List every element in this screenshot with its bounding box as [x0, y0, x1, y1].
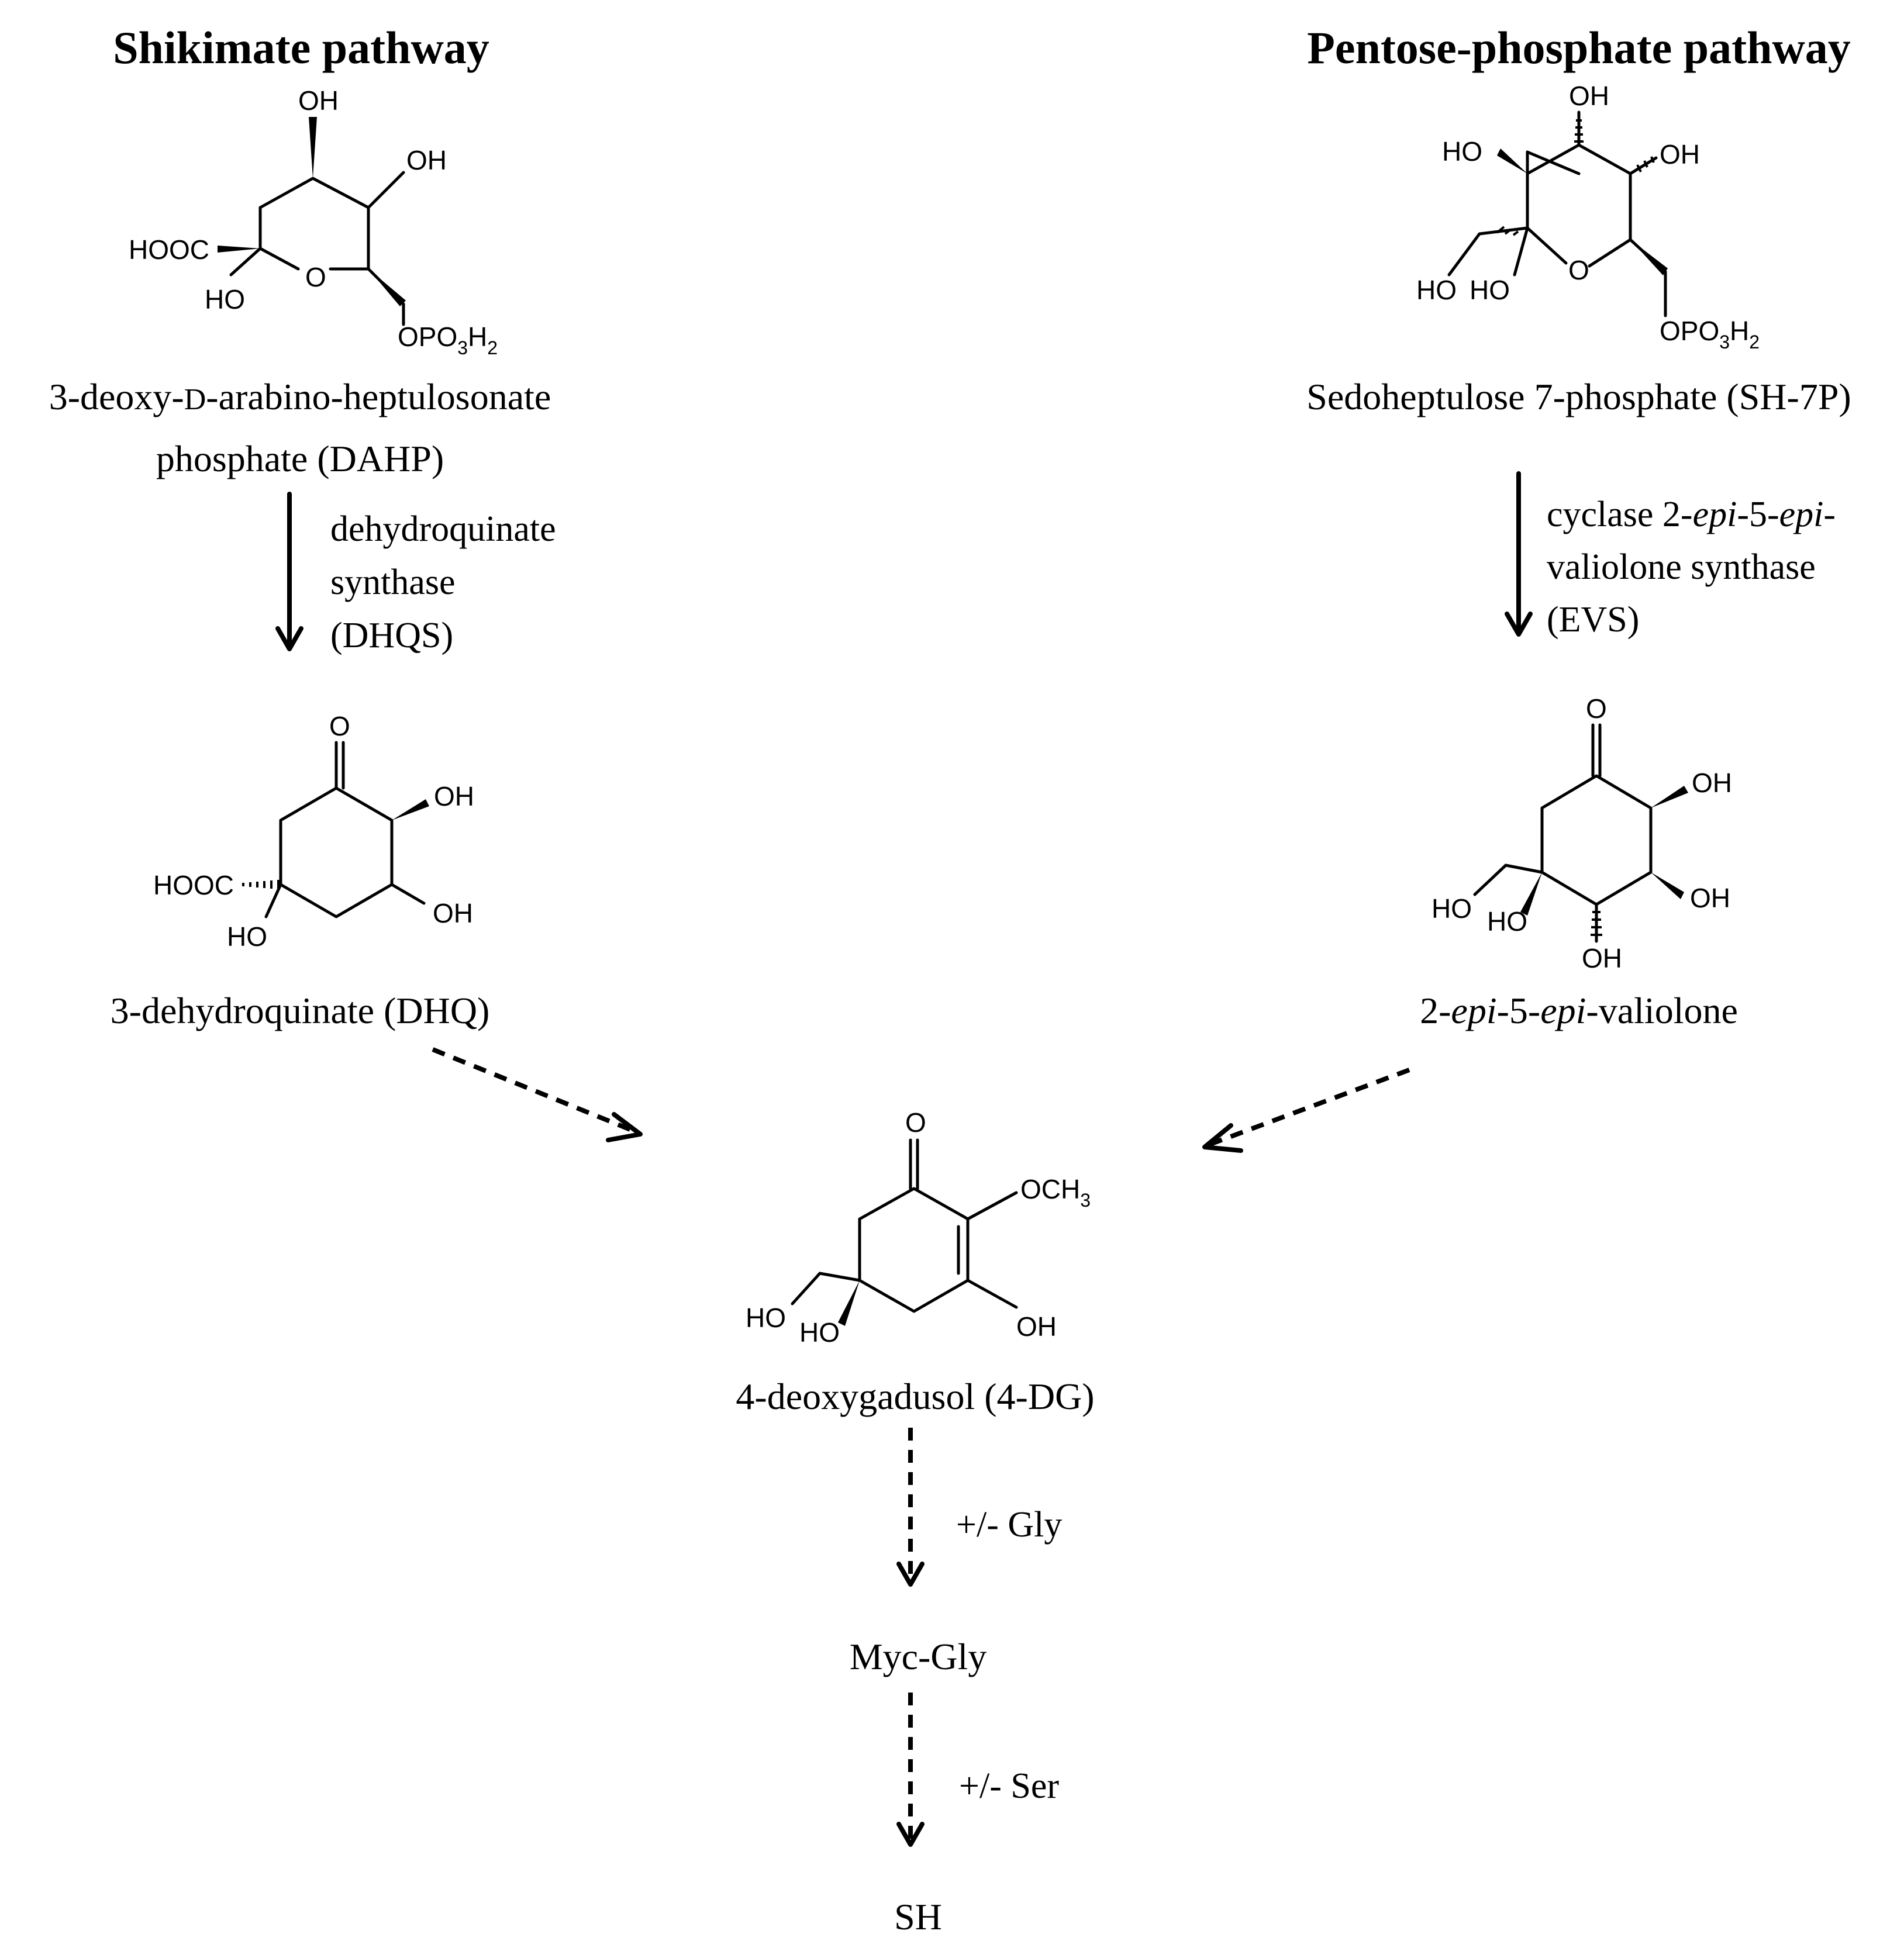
- shikimate-pathway-title: Shikimate pathway: [113, 22, 489, 73]
- dahp-hooc: HOOC: [129, 234, 209, 265]
- dhq-carbonyl-o: O: [329, 711, 350, 741]
- dhq-ho: HO: [227, 921, 267, 952]
- deoxygadusol-name: 4-deoxygadusol (4-DG): [736, 1376, 1094, 1417]
- sh7p-ho-left: HO: [1442, 136, 1482, 167]
- dg-methoxy: OCH3: [1020, 1174, 1091, 1211]
- dhqs-enzyme-line1: dehydroquinate: [330, 509, 556, 549]
- evo-carbonyl-o: O: [1586, 693, 1607, 724]
- sh7p-structure: OH HO OH HO HO O OPO3H2: [1416, 81, 1760, 353]
- myc-gly-to-sh-arrow: [896, 1693, 925, 1847]
- dahp-name-line2: phosphate (DAHP): [156, 438, 444, 479]
- evo-oh-upper: OH: [1692, 768, 1732, 798]
- evs-reaction-arrow: [1505, 471, 1533, 637]
- dahp-oh-top: OH: [298, 85, 339, 116]
- dg-oh: OH: [1016, 1311, 1057, 1342]
- dg-ho-2: HO: [799, 1317, 840, 1348]
- dhq-oh-upper: OH: [434, 781, 474, 811]
- sh7p-ring-oxygen: O: [1568, 255, 1589, 285]
- dhq-name: 3-dehydroquinate (DHQ): [111, 990, 490, 1031]
- sh7p-oh-right: OH: [1660, 139, 1700, 170]
- dhq-oh-lower: OH: [433, 898, 473, 928]
- dg-carbonyl-o: O: [905, 1107, 926, 1138]
- sh7p-phosphate: OPO3H2: [1660, 316, 1760, 353]
- epi-valiolone-name: 2-epi-5-epi-valiolone: [1420, 990, 1738, 1031]
- evo-oh-right: OH: [1690, 883, 1730, 913]
- evo-oh-bottom: OH: [1582, 943, 1622, 973]
- pentose-phosphate-pathway-title: Pentose-phosphate pathway: [1307, 22, 1851, 73]
- evs-enzyme-line2: valiolone synthase: [1547, 547, 1816, 587]
- dahp-ring-oxygen: O: [305, 262, 326, 292]
- dahp-structure: OH OH HOOC HO O OPO3H2: [129, 85, 498, 358]
- sh7p-ho-1: HO: [1416, 275, 1457, 305]
- dahp-name-line1: 3-deoxy-D-arabino-heptulosonate: [49, 376, 551, 417]
- dhq-to-4dg-arrow: [432, 1047, 643, 1142]
- evs-enzyme-line1: cyclase 2-epi-5-epi-: [1547, 495, 1836, 534]
- deoxygadusol-structure: O OCH3 HO HO OH: [746, 1107, 1091, 1348]
- dhqs-enzyme-line2: synthase: [330, 562, 456, 602]
- evo-to-4dg-arrow: [1202, 1068, 1410, 1153]
- dahp-ho: HO: [205, 284, 245, 315]
- dhq-structure: O OH HOOC OH HO: [153, 711, 474, 952]
- evo-ho-1: HO: [1432, 893, 1472, 924]
- gly-step-label: +/- Gly: [956, 1505, 1062, 1545]
- dahp-phosphate: OPO3H2: [398, 322, 498, 358]
- dhq-hooc: HOOC: [153, 870, 234, 900]
- evo-ho-2: HO: [1487, 906, 1527, 937]
- ser-step-label: +/- Ser: [959, 1766, 1059, 1806]
- dg-to-myc-gly-arrow: [896, 1428, 925, 1587]
- dg-ho-1: HO: [746, 1303, 786, 1333]
- sh7p-name: Sedoheptulose 7-phosphate (SH-7P): [1306, 376, 1851, 417]
- sh7p-oh-top: OH: [1569, 81, 1609, 111]
- dhqs-reaction-arrow: [275, 492, 303, 651]
- evs-enzyme-line3: (EVS): [1547, 600, 1639, 640]
- myc-gly-name: Myc-Gly: [850, 1636, 987, 1677]
- epi-valiolone-structure: O OH OH OH HO HO: [1432, 693, 1732, 973]
- dhqs-enzyme-line3: (DHQS): [330, 616, 453, 655]
- sh-name: SH: [894, 1896, 942, 1937]
- sh7p-ho-2: HO: [1470, 275, 1510, 305]
- dahp-oh-right: OH: [406, 145, 447, 175]
